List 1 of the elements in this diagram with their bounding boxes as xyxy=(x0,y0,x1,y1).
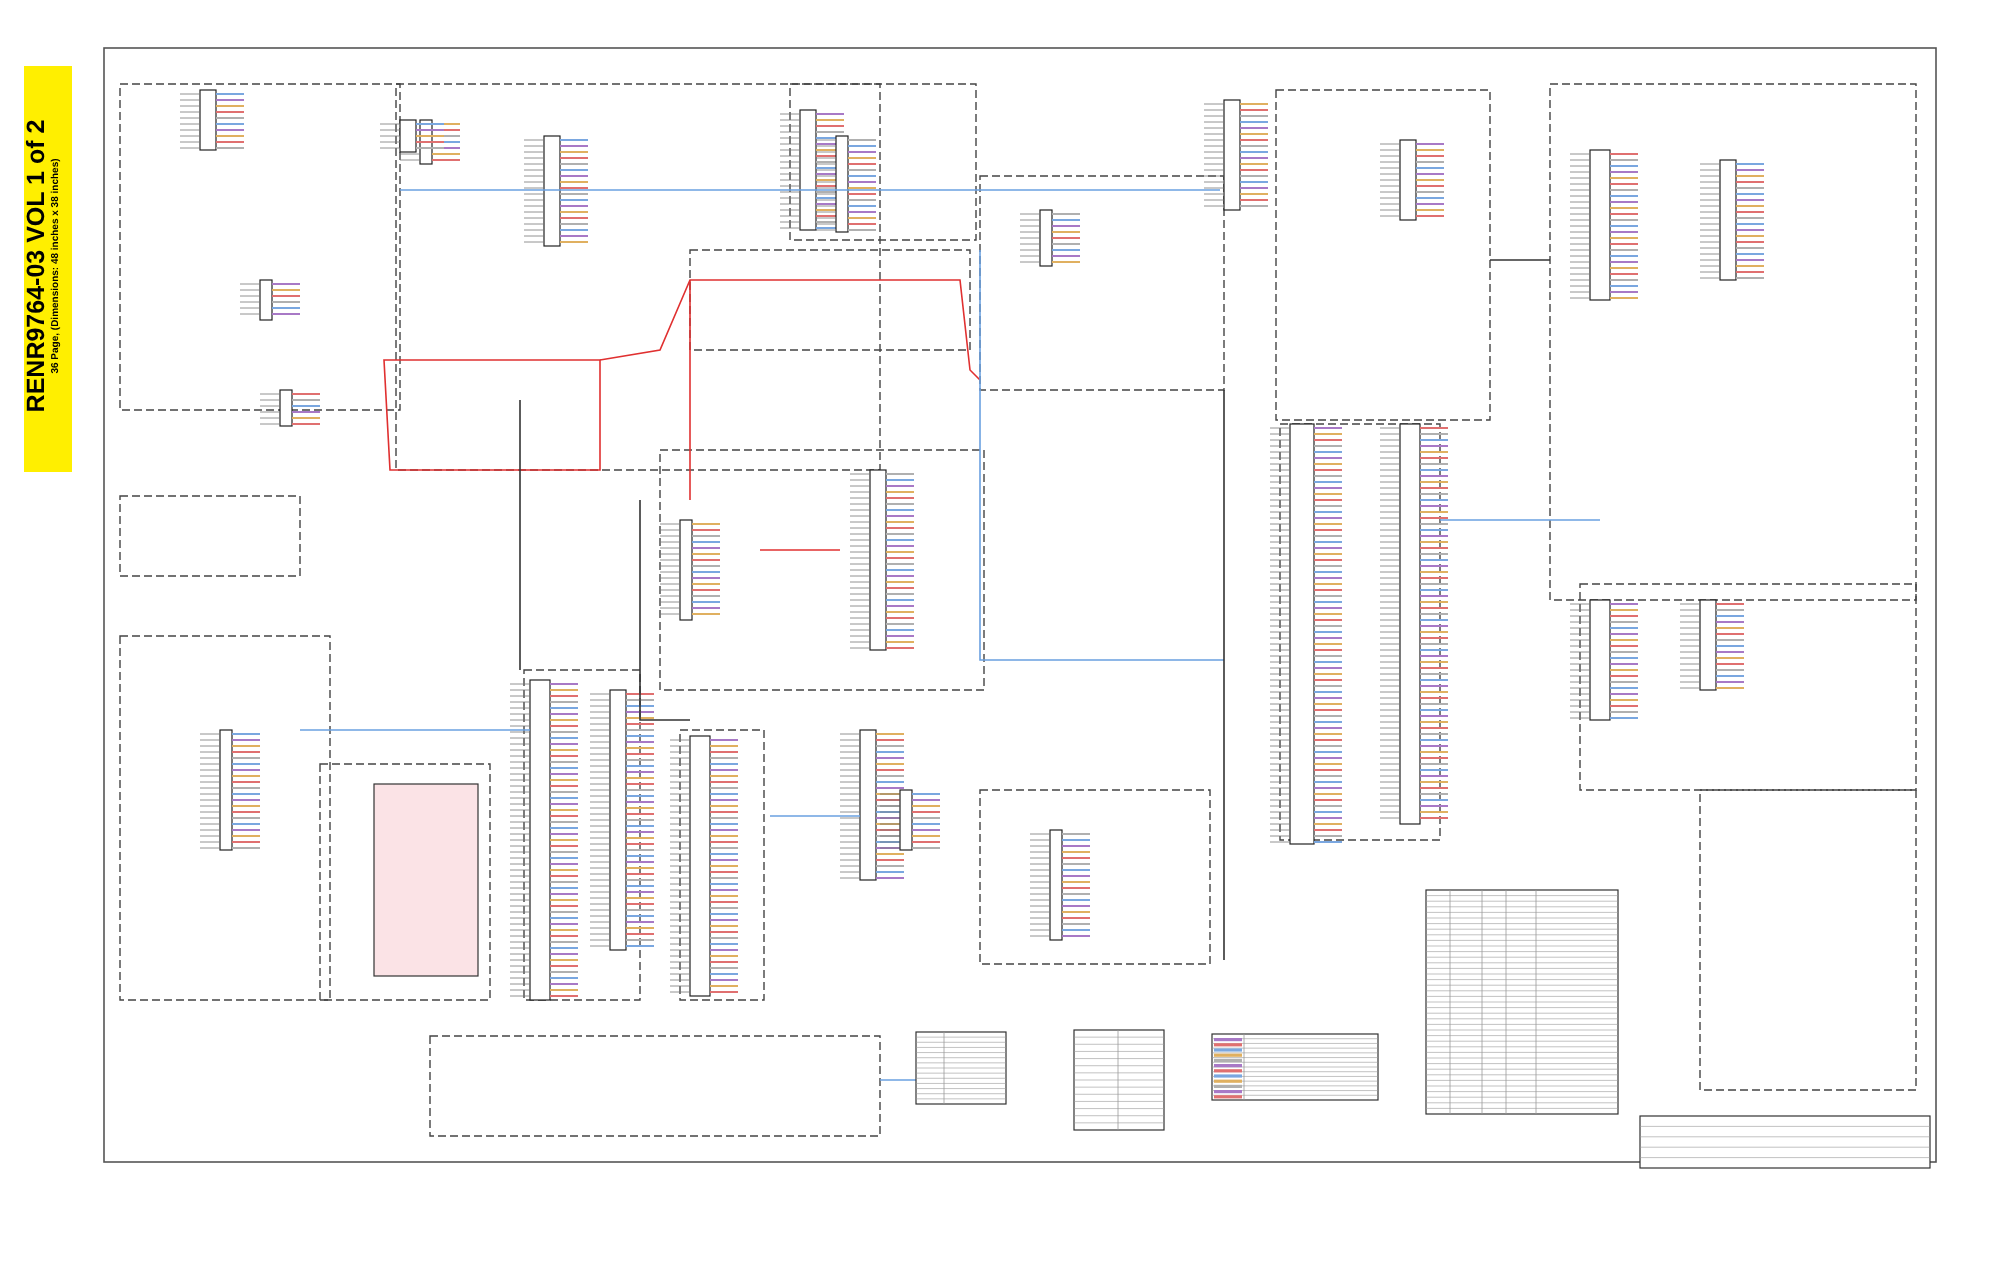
document-title: RENR9764-03 VOL 1 of 2 xyxy=(24,117,50,417)
